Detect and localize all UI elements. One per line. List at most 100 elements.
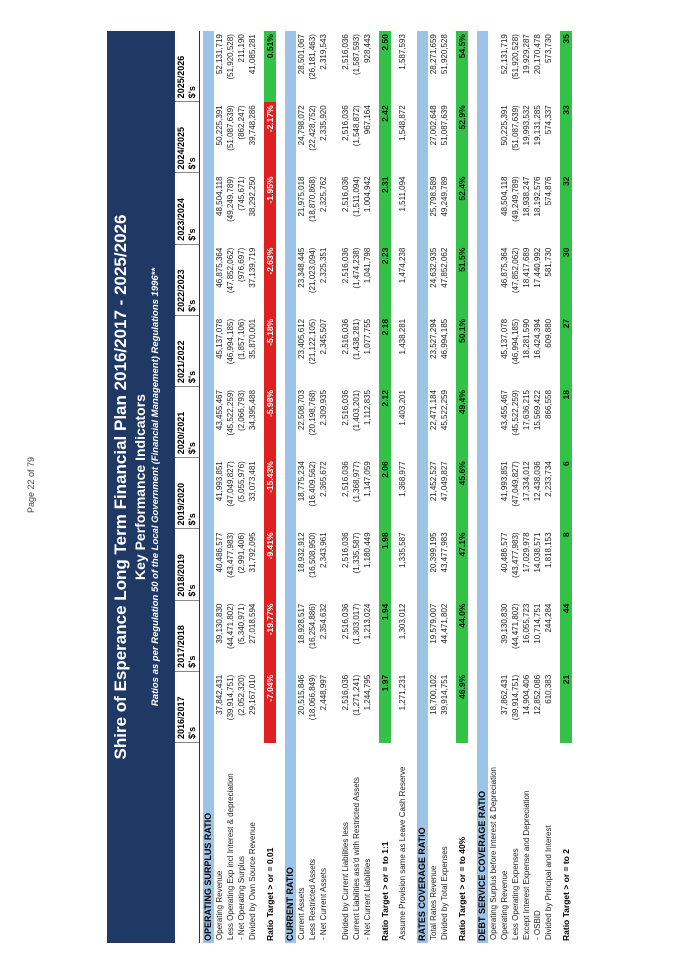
- ratio-value: 46.9%: [456, 671, 468, 743]
- row-value: 19,579,007: [429, 603, 438, 644]
- table-row: Except Interest Expense and Depreciation…: [521, 31, 532, 943]
- row-value: (45,522,259): [511, 390, 520, 436]
- table-row: Less Operating Exp incl Interest & depre…: [225, 31, 236, 943]
- row-value: 2,365,672: [319, 461, 328, 497]
- ratio-value: 2.23: [379, 244, 391, 316]
- row-value: (20,198,768): [308, 390, 317, 436]
- row-value: 2,516,036: [341, 247, 350, 284]
- row-value: 2,325,351: [319, 247, 328, 284]
- ratio-value: -2.17%: [264, 102, 276, 174]
- ratio-value: -5.18%: [264, 315, 276, 388]
- row-label: Divided by Own Source Revenue: [248, 822, 257, 940]
- row-value: 43,455,467: [500, 390, 509, 431]
- row-value: 609,880: [544, 318, 553, 348]
- ratio-value: 30: [560, 244, 572, 316]
- table-row: - Net Current Liabilities 1,244,795 1,213,…: [362, 31, 373, 943]
- row-value: (2,052,320): [237, 674, 246, 716]
- year-column-header: 2021/2022$'s: [175, 315, 199, 388]
- row-value: 41,993,851: [215, 461, 224, 502]
- row-value: 46,994,185: [440, 318, 449, 359]
- ratio-value: 49.4%: [456, 387, 468, 459]
- row-value: 1,818,153: [544, 532, 553, 569]
- row-value: 610,383: [544, 674, 553, 704]
- row-value: 2,309,935: [319, 390, 328, 426]
- row-value: 16,055,723: [522, 603, 531, 644]
- row-value: 44,471,802: [440, 603, 449, 644]
- row-value: 18,932,912: [297, 532, 306, 573]
- row-value: [329, 174, 340, 245]
- row-value: 1,180,449: [363, 532, 372, 569]
- year-column-header: 2024/2025$'s: [175, 102, 199, 174]
- row-value: 20,399,195: [429, 532, 438, 573]
- ratio-value: 18: [560, 387, 572, 459]
- row-value: 2,516,036: [341, 318, 350, 355]
- year-unit: $'s: [187, 442, 197, 455]
- row-value: 18,928,517: [297, 603, 306, 644]
- ratio-value: 52.4%: [456, 173, 468, 245]
- table-row: Assume Provision same as Leave Cash Rese…: [397, 31, 408, 943]
- row-value: 12,852,086: [533, 674, 542, 715]
- row-value: 20,515,846: [297, 674, 306, 715]
- row-value: 581,730: [544, 247, 553, 277]
- row-value: 40,486,577: [215, 532, 224, 573]
- rotated-page-content: Shire of Esperance Long Term Financial P…: [107, 31, 572, 943]
- row-value: (1,587,593): [352, 34, 361, 76]
- ratio-value: 6: [560, 458, 572, 530]
- row-value: [329, 601, 340, 672]
- row-value: 27,002,648: [429, 105, 438, 146]
- row-value: 17,334,012: [522, 461, 531, 502]
- row-value: 24,798,072: [297, 105, 306, 146]
- row-value: (1,403,201): [352, 390, 361, 431]
- row-label: Current Assets: [297, 887, 306, 940]
- row-value: 46,875,364: [215, 247, 224, 288]
- row-value: 2,516,036: [341, 105, 350, 141]
- ratio-value: 1.97: [379, 671, 391, 743]
- row-value: 1,244,795: [363, 674, 372, 711]
- row-value: 48,504,118: [500, 176, 509, 216]
- row-value: 43,455,467: [215, 390, 224, 431]
- ratio-value: 44.0%: [456, 600, 468, 672]
- row-label: Less Restricted Assets: [308, 859, 317, 940]
- spacer: [408, 31, 414, 943]
- row-value: 40,486,577: [500, 532, 509, 573]
- row-value: (21,023,094): [308, 247, 317, 294]
- table-row: Less Operating Expenses(39,914,751)(44,4…: [510, 31, 521, 943]
- ratio-value: -15.43%: [264, 458, 276, 530]
- row-value: [329, 458, 340, 529]
- row-value: 41,085,281: [248, 34, 257, 75]
- row-label: - Net Current Liabilities: [363, 858, 372, 940]
- row-label: Divided by Current Liabilities less: [341, 822, 350, 940]
- row-value: (26,181,463): [308, 34, 317, 80]
- ratio-value: 8: [560, 529, 572, 601]
- row-value: 211,190: [237, 34, 246, 63]
- row-value: (1,511,094): [352, 176, 361, 217]
- row-value: (46,994,185): [511, 318, 520, 365]
- row-value: 574,876: [544, 176, 553, 206]
- row-value: 23,348,445: [297, 247, 306, 288]
- row-value: [329, 316, 340, 387]
- row-value: 866,558: [544, 390, 553, 419]
- row-value: (44,471,802): [511, 603, 520, 649]
- row-value: (1,271,241): [352, 674, 361, 716]
- row-value: (21,122,105): [308, 318, 317, 365]
- row-value: (51,087,639): [511, 105, 520, 151]
- report-title: Shire of Esperance Long Term Financial P…: [111, 214, 130, 760]
- row-value: 2,516,036: [341, 176, 350, 213]
- row-value: 18,700,102: [429, 674, 438, 715]
- ratio-value: -19.77%: [264, 600, 276, 672]
- row-value: 14,038,571: [533, 532, 542, 573]
- year-column-header: 2018/2019$'s: [175, 529, 199, 601]
- ratio-value: 1.98: [379, 529, 391, 601]
- row-value: 1,213,024: [363, 603, 372, 640]
- row-value: 37,139,719: [248, 247, 257, 288]
- row-value: (5,340,971): [237, 603, 246, 645]
- row-value: 39,914,751: [440, 674, 449, 715]
- row-value: 21,452,527: [429, 461, 438, 502]
- row-label: Total Rates Revenue: [429, 865, 438, 940]
- year-unit: $'s: [187, 157, 197, 170]
- row-value: 2,325,762: [319, 176, 328, 213]
